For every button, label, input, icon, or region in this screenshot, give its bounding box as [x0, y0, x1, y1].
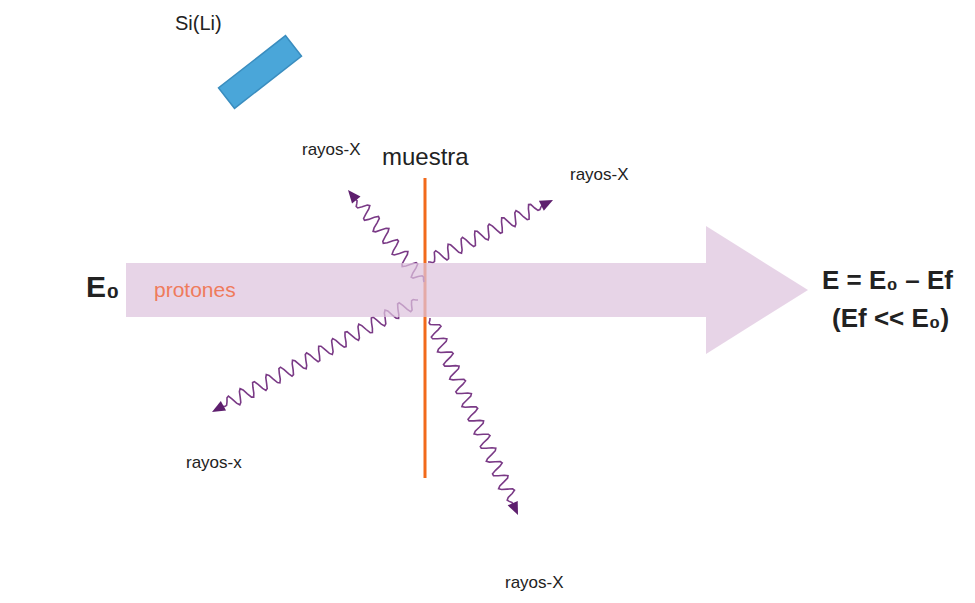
- detector-label: Si(Li): [175, 12, 222, 35]
- arrow-fill: [126, 226, 808, 354]
- si-li-detector: [219, 36, 302, 109]
- x-ray-arrowhead: [348, 190, 361, 204]
- initial-energy: E₀: [86, 270, 120, 305]
- x-ray-arrowhead: [539, 200, 553, 211]
- proton-beam-arrow: protones: [126, 226, 808, 354]
- x-ray-wave: [428, 204, 542, 262]
- x-ray-label: rayos-X: [505, 573, 564, 593]
- sample-label: muestra: [382, 143, 469, 171]
- energy-condition: (Ef << E₀): [832, 304, 949, 334]
- x-ray-wave: [429, 318, 514, 504]
- x-ray-arrowhead: [212, 401, 226, 412]
- beam-label: protones: [154, 278, 236, 302]
- x-ray-waves: [212, 190, 553, 515]
- sample-foil: [424, 178, 427, 478]
- x-ray-label: rayos-X: [302, 140, 361, 160]
- x-ray-arrowhead: [508, 501, 518, 515]
- final-energy: E = E₀ – Ef: [822, 266, 953, 296]
- x-ray-label: rayos-x: [186, 453, 242, 473]
- x-ray-label: rayos-X: [570, 165, 629, 185]
